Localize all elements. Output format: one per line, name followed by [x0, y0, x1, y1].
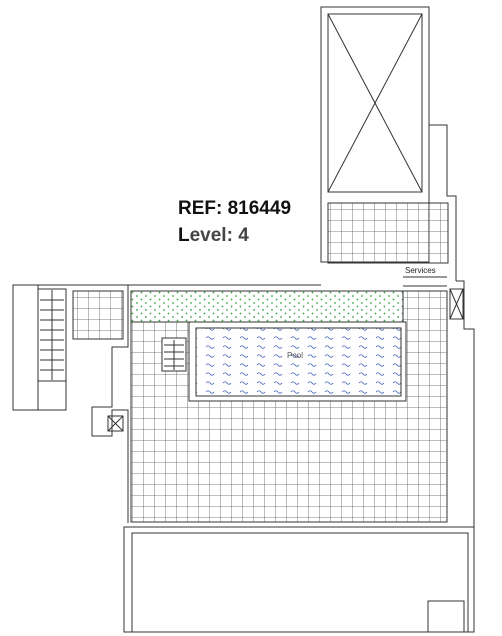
- duct-cross-icon: [449, 288, 464, 320]
- level-label-initial: L: [178, 225, 190, 246]
- planter-strip: [130, 290, 404, 323]
- outer-wall-left: [13, 284, 129, 523]
- lower-room: [123, 526, 475, 633]
- mini-stair-treads: [164, 340, 184, 370]
- services-label: Services: [405, 266, 436, 275]
- lower-room-inner: [131, 532, 469, 633]
- services-floor: [327, 202, 449, 264]
- duct-box-lower: [107, 415, 124, 432]
- left-wing: [12, 284, 39, 411]
- ref-label: REF: 816449: [178, 198, 292, 219]
- duct-cross-icon: [107, 415, 124, 432]
- lower-room-recess: [427, 600, 465, 632]
- level-label: Level: 4: [178, 225, 249, 247]
- tile-patch-upper: [72, 290, 124, 340]
- pool-inner-line: [195, 327, 402, 397]
- stair-landing-outline: [37, 381, 67, 411]
- core-step-outline: [428, 103, 457, 281]
- stair-flight: [40, 290, 64, 380]
- pool-basin: [195, 327, 402, 397]
- void-cross-icon: [327, 13, 423, 193]
- outer-wall-right: [456, 280, 475, 632]
- stair-core: [37, 288, 67, 382]
- pool-label: Pool: [287, 351, 303, 360]
- level-label-rest: evel: 4: [189, 225, 249, 246]
